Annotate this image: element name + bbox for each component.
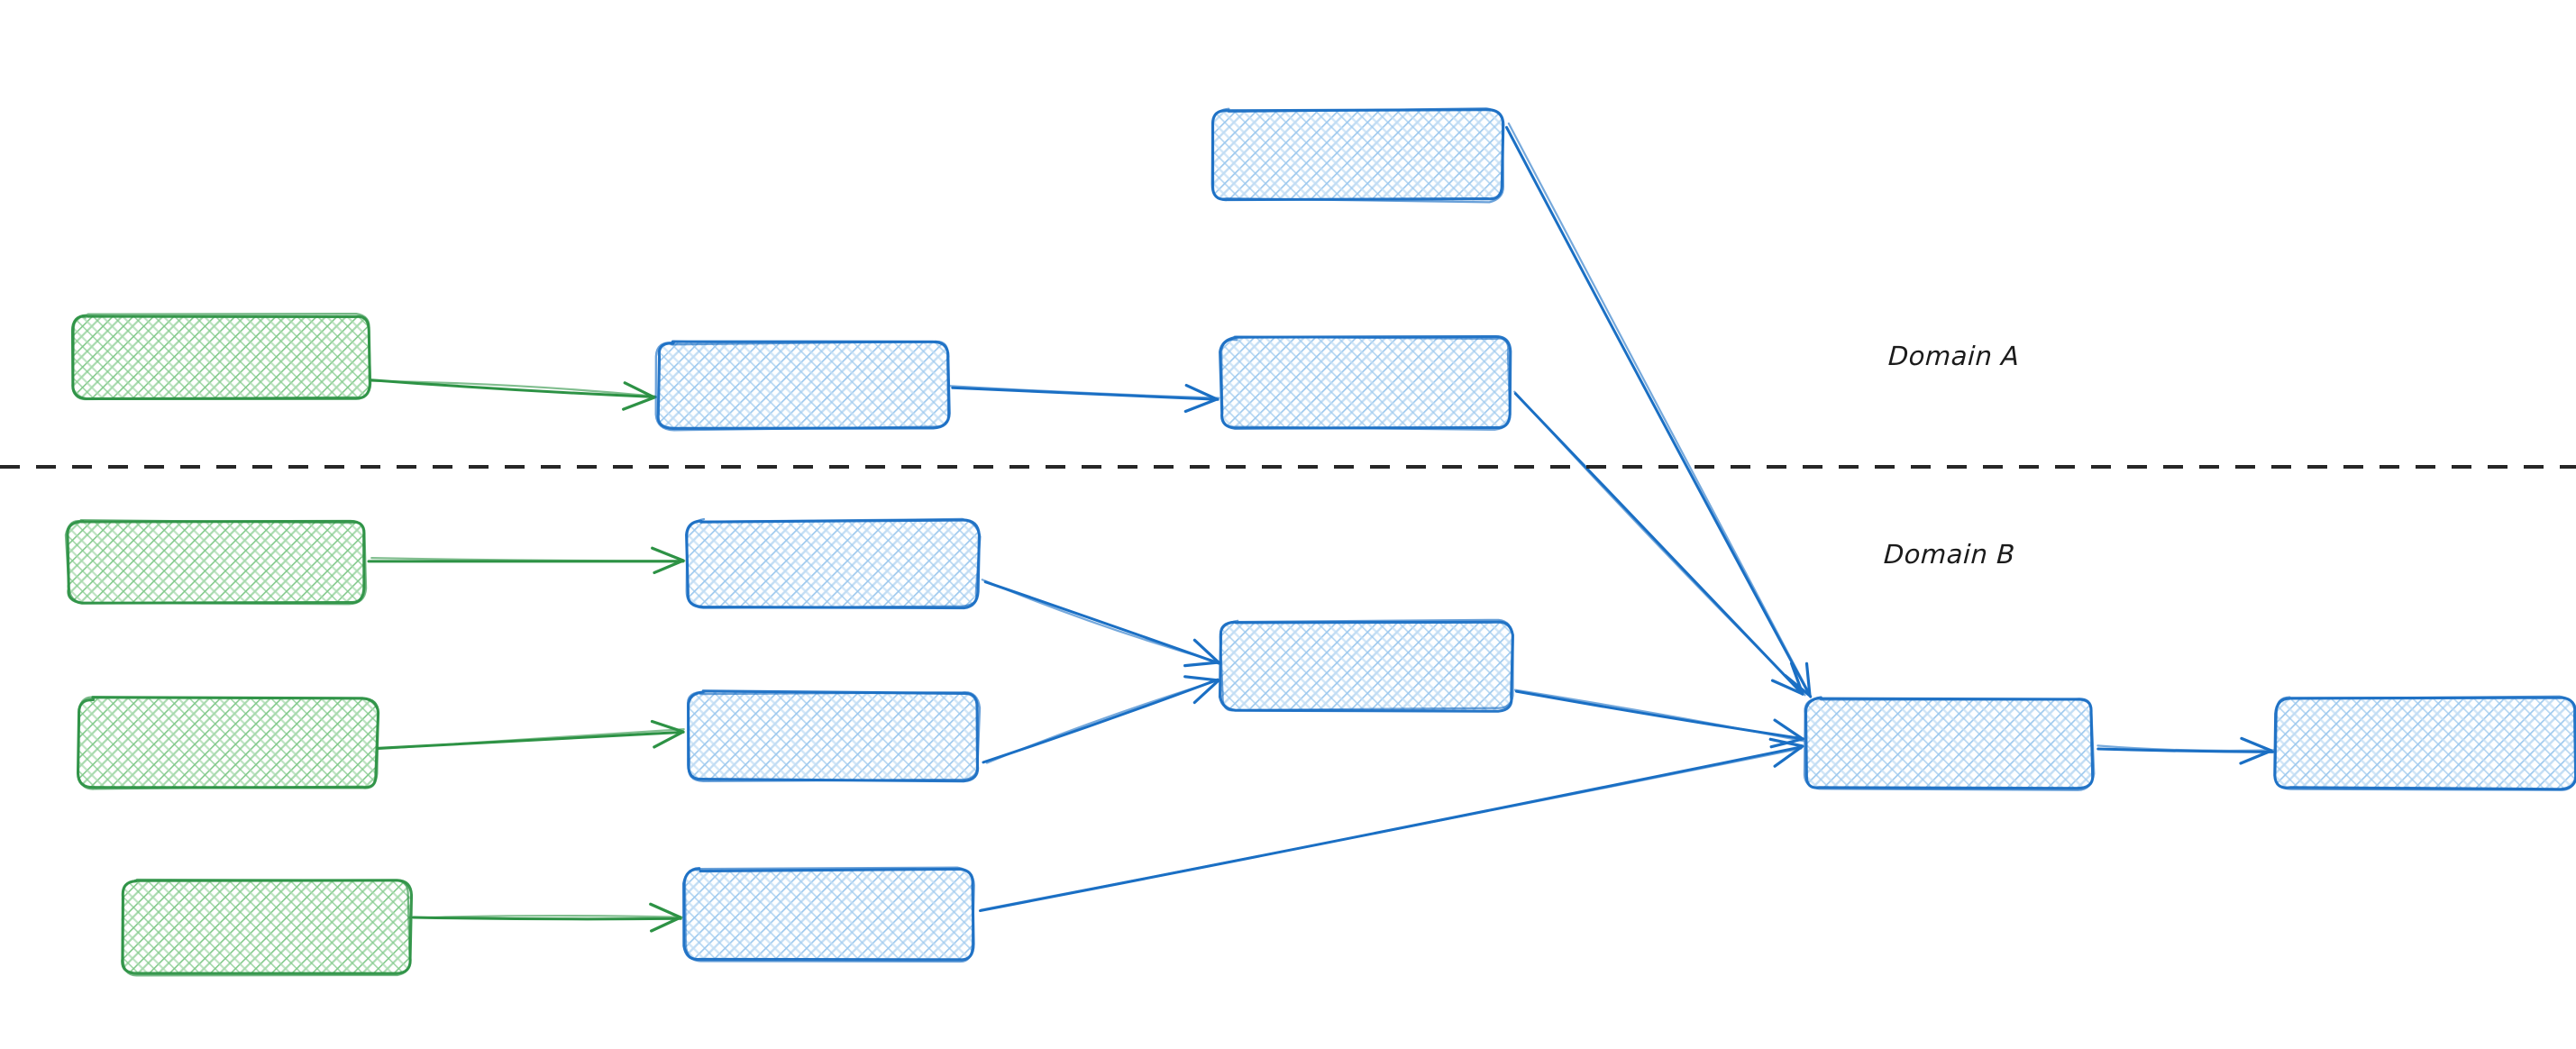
domain-a-label: Domain A: [1887, 341, 2021, 371]
edge-e5: [367, 546, 686, 575]
node-b-out-blue[interactable]: [2273, 695, 2576, 791]
edge-e12: [2096, 736, 2275, 765]
edge-layer: [367, 122, 2275, 933]
edge-e6: [370, 719, 685, 751]
edge-e2: [948, 383, 1220, 414]
node-b-src-green-1[interactable]: [64, 518, 368, 606]
node-b-hub-blue[interactable]: [1803, 696, 2096, 791]
edge-e11: [978, 737, 1804, 913]
node-b-src-green-2[interactable]: [76, 696, 380, 790]
node-b-mid-blue-2[interactable]: [686, 689, 982, 783]
edge-e9: [982, 675, 1220, 764]
edge-e8: [981, 579, 1222, 668]
edge-e4: [1513, 390, 1806, 697]
edge-e3: [1505, 122, 1813, 698]
node-b-mid-blue-3[interactable]: [682, 866, 975, 963]
edge-e10: [1513, 689, 1805, 749]
edge-e7: [412, 902, 684, 933]
node-b-mid-blue-1[interactable]: [685, 517, 982, 610]
node-layer: [64, 107, 2576, 977]
node-a-end-blue[interactable]: [1219, 335, 1512, 431]
node-a-mid-blue[interactable]: [654, 340, 951, 432]
node-a-src-green[interactable]: [70, 313, 372, 401]
node-a-top-blue[interactable]: [1210, 107, 1505, 204]
domain-b-label: Domain B: [1883, 539, 2016, 570]
edge-e1: [369, 379, 657, 411]
node-b-src-green-3[interactable]: [121, 878, 414, 977]
node-b-merge-blue[interactable]: [1218, 618, 1514, 713]
